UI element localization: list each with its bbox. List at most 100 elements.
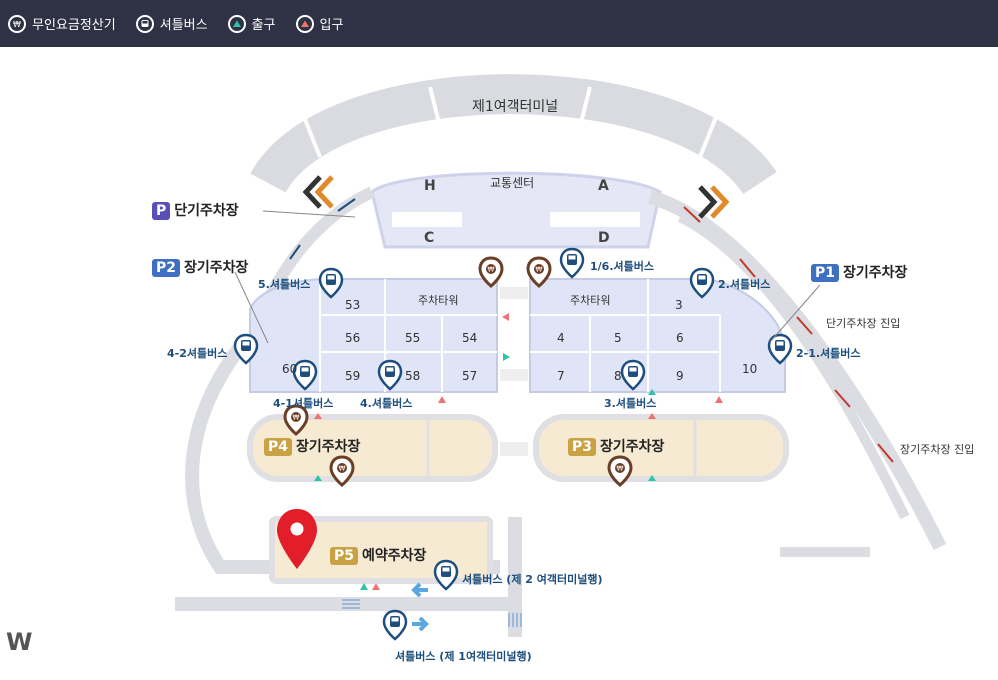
crosswalk-lower bbox=[500, 369, 528, 381]
section-tower-left[interactable]: 주차타워 bbox=[418, 294, 459, 307]
legend-item-entrance: 입구 bbox=[295, 14, 344, 33]
shuttle-label-4-1[interactable]: 4-1셔틀버스 bbox=[273, 397, 334, 410]
shuttle-stop-16-icon[interactable] bbox=[559, 247, 585, 279]
payment-kiosk-icon: ₩ bbox=[8, 14, 26, 33]
section-3[interactable]: 3 bbox=[675, 298, 683, 312]
road-nw-ramp bbox=[264, 186, 375, 300]
leader-line-short bbox=[262, 210, 356, 218]
shuttle-label-2[interactable]: 2.셔틀버스 bbox=[718, 278, 771, 291]
arrow-right-icon bbox=[412, 616, 429, 632]
section-55[interactable]: 55 bbox=[405, 331, 421, 345]
lot-p2-name: 장기주차장 bbox=[184, 260, 249, 276]
shuttle-stop-t1-icon[interactable] bbox=[382, 609, 408, 641]
legend-item-payment: ₩ 무인요금정산기 bbox=[8, 14, 116, 33]
section-56[interactable]: 56 bbox=[345, 331, 361, 345]
section-60[interactable]: 60 bbox=[282, 362, 298, 376]
terminal-building bbox=[250, 74, 777, 195]
section-10[interactable]: 10 bbox=[742, 362, 758, 376]
shuttle-bus-icon bbox=[135, 14, 154, 33]
shuttle-label-3[interactable]: 3.셔틀버스 bbox=[604, 397, 657, 410]
transport-center-gaps bbox=[392, 212, 640, 227]
section-8[interactable]: 8 bbox=[614, 369, 622, 383]
parking-map: ₩ bbox=[175, 74, 947, 641]
legend-bar: ₩ 무인요금정산기 셔틀버스 출구 입구 bbox=[0, 0, 998, 47]
arrow-left-icon bbox=[411, 582, 428, 598]
shuttle-label-4[interactable]: 4.셔틀버스 bbox=[360, 397, 413, 410]
section-57[interactable]: 57 bbox=[462, 369, 478, 383]
legend-label-payment: 무인요금정산기 bbox=[32, 18, 116, 33]
zone-a-label: A bbox=[598, 178, 609, 194]
leader-line-p2 bbox=[234, 271, 269, 344]
section-5[interactable]: 5 bbox=[614, 331, 622, 345]
section-54[interactable]: 54 bbox=[462, 331, 478, 345]
section-53[interactable]: 53 bbox=[345, 298, 361, 312]
crosswalk-south bbox=[342, 599, 522, 627]
shuttle-label-t1[interactable]: 셔틀버스 (제 1여객터미널행) bbox=[395, 650, 532, 663]
exit-chevron-icon bbox=[302, 175, 334, 209]
transport-center-block bbox=[370, 171, 662, 249]
lot-p1-name: 장기주차장 bbox=[843, 265, 908, 281]
entrance-markers bbox=[314, 313, 723, 590]
terminal-gaps bbox=[298, 86, 722, 158]
lot-p4-name: 장기주차장 bbox=[296, 439, 361, 455]
section-tower-right[interactable]: 주차타워 bbox=[570, 294, 611, 307]
shuttle-label-t2[interactable]: 셔틀버스 (제 2 여객터미널행) bbox=[462, 573, 603, 586]
section-9[interactable]: 9 bbox=[676, 369, 684, 383]
section-4[interactable]: 4 bbox=[557, 331, 565, 345]
lot-p3 bbox=[533, 414, 789, 482]
shuttle-stop-t2-icon[interactable] bbox=[433, 559, 459, 591]
entry-chevron-icon bbox=[698, 185, 730, 219]
road-east-inner bbox=[677, 212, 910, 520]
lot-p4 bbox=[247, 414, 498, 482]
legend-item-shuttle: 셔틀버스 bbox=[135, 14, 208, 33]
road-west bbox=[185, 342, 500, 574]
leader-line-p1 bbox=[769, 284, 821, 343]
exit-arrows-icon bbox=[289, 198, 356, 260]
crosswalk-upper bbox=[500, 287, 528, 299]
lot-p2-badge: P2 bbox=[152, 259, 181, 277]
corner-mark: W bbox=[6, 628, 33, 656]
legend-label-exit: 출구 bbox=[251, 18, 276, 33]
location-pin-icon bbox=[277, 509, 317, 569]
legend-item-exit: 출구 bbox=[227, 14, 276, 33]
section-58[interactable]: 58 bbox=[405, 369, 421, 383]
legend-label-entrance: 입구 bbox=[319, 18, 344, 33]
zone-h-label: H bbox=[424, 178, 436, 194]
lot-p1-badge: P1 bbox=[811, 264, 840, 282]
long-term-entry-label: 장기주차장 진입 bbox=[900, 443, 975, 456]
transport-center-label: 교통센터 bbox=[490, 176, 535, 190]
lot-p5-name: 예약주차장 bbox=[362, 548, 427, 564]
short-term-entry-label: 단기주차장 진입 bbox=[826, 317, 901, 330]
section-59[interactable]: 59 bbox=[345, 369, 361, 383]
section-6[interactable]: 6 bbox=[676, 331, 684, 345]
shuttle-label-5[interactable]: 5.셔틀버스 bbox=[258, 278, 311, 291]
entry-arrows-icon bbox=[683, 206, 894, 463]
lot-west-grid bbox=[319, 279, 497, 392]
lot-east-grid bbox=[530, 279, 721, 392]
shuttle-label-16[interactable]: 1/6.셔틀버스 bbox=[590, 260, 654, 273]
exit-icon bbox=[227, 14, 246, 33]
shuttle-label-2-1[interactable]: 2-1.셔틀버스 bbox=[796, 347, 861, 360]
exit-markers bbox=[314, 353, 656, 590]
crosswalk-middle bbox=[500, 442, 528, 456]
terminal-label: 제1여객터미널 bbox=[472, 99, 559, 115]
lot-p4-badge: P4 bbox=[264, 438, 293, 456]
svg-text:₩: ₩ bbox=[13, 20, 21, 29]
entrance-icon bbox=[295, 14, 314, 33]
zone-d-label: D bbox=[598, 230, 610, 246]
lot-p3-badge: P3 bbox=[568, 438, 597, 456]
lot-p3-name: 장기주차장 bbox=[600, 439, 665, 455]
section-7[interactable]: 7 bbox=[557, 369, 565, 383]
lot-short-name: 단기주차장 bbox=[174, 203, 239, 219]
shuttle-label-4-2[interactable]: 4-2셔틀버스 bbox=[167, 347, 228, 360]
lot-short-badge: P bbox=[152, 202, 171, 220]
legend-label-shuttle: 셔틀버스 bbox=[159, 18, 208, 33]
zone-c-label: C bbox=[424, 230, 435, 246]
lot-p5-badge: P5 bbox=[330, 547, 359, 565]
